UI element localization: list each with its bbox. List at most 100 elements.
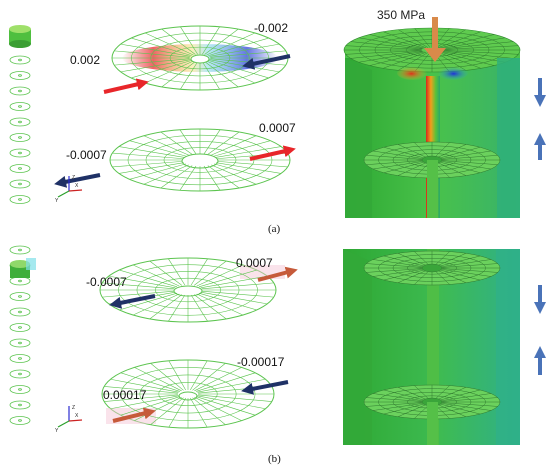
- mesh-spoke: [208, 60, 269, 79]
- mesh-spoke: [437, 269, 467, 283]
- mesh-spoke: [120, 372, 181, 392]
- stack-layer-hole: [18, 326, 22, 329]
- mesh-spoke: [145, 60, 194, 84]
- mesh-spoke: [195, 396, 256, 416]
- mesh-spoke: [373, 150, 424, 159]
- mesh-spoke: [110, 395, 179, 410]
- mesh-spoke: [190, 360, 208, 391]
- mesh-spoke: [350, 41, 423, 50]
- mesh-spoke: [193, 260, 227, 286]
- mesh-spoke: [211, 135, 257, 156]
- mesh-spoke: [202, 61, 220, 90]
- stack-layer: [9, 245, 31, 255]
- stack-layer: [9, 400, 31, 410]
- mesh-spoke: [369, 51, 425, 66]
- mesh-spoke: [143, 164, 189, 185]
- mesh-spoke: [437, 253, 467, 267]
- mesh-spoke: [120, 396, 181, 416]
- mesh-spoke: [180, 61, 198, 90]
- stack-layer-hole: [18, 151, 22, 155]
- mesh-spoke: [190, 397, 208, 428]
- mesh-spoke: [201, 282, 274, 290]
- mesh-spoke: [161, 28, 196, 55]
- coordinate-triad-a: Z X Y: [55, 175, 83, 204]
- mesh-spoke: [197, 378, 266, 393]
- mesh-spoke: [118, 162, 184, 174]
- caption-b: (b): [268, 453, 281, 465]
- lower-disk-a-right-value: 0.0007: [259, 121, 296, 135]
- lower-disk-a-left-value: -0.0007: [66, 148, 107, 162]
- mesh-spoke: [373, 161, 424, 170]
- axis-y-label: Y: [55, 198, 59, 204]
- mesh-spoke: [439, 255, 481, 267]
- mesh-spoke: [200, 291, 268, 305]
- mesh-spoke: [213, 163, 271, 180]
- mesh-spoke: [150, 397, 184, 425]
- mesh-spoke: [436, 162, 467, 176]
- mesh-spoke: [216, 162, 282, 174]
- mesh-spoke: [441, 160, 498, 165]
- mesh-spoke: [203, 129, 221, 155]
- mesh-spoke: [168, 258, 186, 286]
- upper-disk-b-left-value: -0.0007: [86, 275, 127, 289]
- mesh-spoke: [204, 28, 239, 55]
- mesh-spoke: [383, 161, 425, 173]
- mesh-spoke: [133, 264, 180, 287]
- mesh-spoke: [440, 161, 491, 170]
- stack-layer: [9, 55, 31, 65]
- mesh-spoke: [104, 394, 178, 402]
- mesh-spoke: [369, 34, 425, 49]
- mesh-spoke: [434, 142, 450, 158]
- mesh-spoke: [345, 50, 422, 55]
- mesh-spoke: [345, 45, 422, 50]
- mesh-spoke: [102, 290, 175, 298]
- mesh-spoke: [114, 58, 190, 66]
- mesh-spoke: [120, 59, 191, 73]
- mesh-spoke: [207, 165, 240, 189]
- mesh-spoke: [435, 29, 466, 48]
- mesh-spoke: [112, 152, 183, 159]
- mesh-spoke: [192, 397, 226, 425]
- stack-layer: [9, 354, 31, 363]
- stack-layer: [9, 292, 31, 301]
- mesh-spoke: [206, 60, 255, 84]
- lower-disk-b: [101, 359, 289, 429]
- mesh-spoke: [439, 161, 481, 173]
- mesh-spoke: [196, 293, 243, 316]
- stack-layer-hole: [18, 136, 22, 139]
- stack-layer: [9, 86, 31, 96]
- mesh-spoke: [383, 255, 425, 267]
- mesh-spoke: [118, 146, 184, 158]
- mesh-spoke: [143, 135, 189, 156]
- mesh-spoke: [114, 50, 190, 58]
- compression-arrow: [241, 380, 289, 395]
- axis-y-label: Y: [55, 428, 59, 434]
- stack-layer: [9, 307, 31, 317]
- mesh-spoke: [373, 269, 424, 277]
- mesh-spoke: [437, 387, 467, 401]
- stack-layer: [9, 117, 31, 127]
- mesh-spoke: [440, 259, 491, 267]
- upper-disk-b: [99, 257, 298, 323]
- cylinder-model-b: [343, 249, 546, 445]
- mesh-spoke: [134, 396, 182, 421]
- mesh-spoke: [373, 403, 424, 411]
- mesh-spoke: [442, 50, 519, 55]
- coordinate-triad-b: Z X Y: [55, 405, 83, 434]
- mesh-spoke: [383, 147, 425, 159]
- mesh-spoke: [160, 165, 193, 189]
- stack-layer-hole: [18, 198, 22, 201]
- caption-a: (a): [268, 223, 281, 235]
- mesh-spoke: [373, 393, 424, 401]
- mesh-spoke: [414, 385, 430, 400]
- axis-z-label: Z: [72, 405, 75, 411]
- mesh-spoke: [197, 395, 266, 410]
- upper-disk-a: [103, 25, 291, 94]
- mesh-spoke: [211, 164, 257, 185]
- mesh-spoke: [194, 396, 242, 421]
- mesh-spoke: [397, 269, 427, 283]
- mesh-spoke: [441, 268, 498, 273]
- mesh-spoke: [383, 403, 425, 415]
- mesh-spoke: [179, 129, 197, 155]
